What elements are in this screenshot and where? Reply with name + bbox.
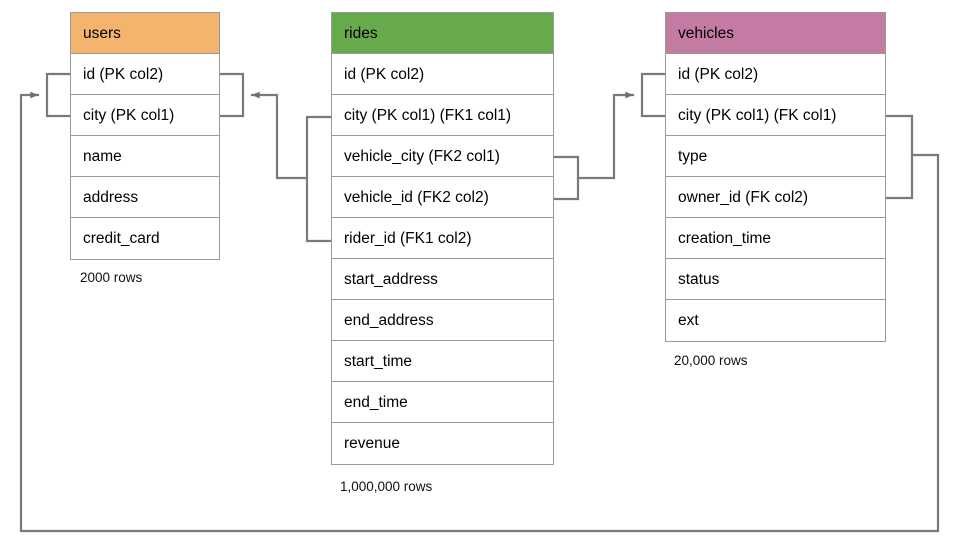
field-users-address[interactable]: address (71, 177, 219, 218)
field-rides-end-address[interactable]: end_address (332, 300, 553, 341)
field-users-name[interactable]: name (71, 136, 219, 177)
field-rides-start-time[interactable]: start_time (332, 341, 553, 382)
field-vehicles-owner-id[interactable]: owner_id (FK col2) (666, 177, 885, 218)
field-rides-city[interactable]: city (PK col1) (FK1 col1) (332, 95, 553, 136)
table-users-header: users (71, 13, 219, 54)
connector-rides-to-users (250, 91, 309, 180)
table-vehicles-header: vehicles (666, 13, 885, 54)
table-rides-header: rides (332, 13, 553, 54)
table-rides[interactable]: rides id (PK col2) city (PK col1) (FK1 c… (331, 12, 554, 465)
table-users[interactable]: users id (PK col2) city (PK col1) name a… (70, 12, 220, 260)
connector-rides-left-bracket (305, 115, 333, 243)
table-vehicles[interactable]: vehicles id (PK col2) city (PK col1) (FK… (665, 12, 886, 342)
field-vehicles-city[interactable]: city (PK col1) (FK col1) (666, 95, 885, 136)
field-users-credit-card[interactable]: credit_card (71, 218, 219, 259)
field-users-id[interactable]: id (PK col2) (71, 54, 219, 95)
connector-rides-right-bracket (552, 155, 580, 201)
field-vehicles-ext[interactable]: ext (666, 300, 885, 341)
field-rides-rider-id[interactable]: rider_id (FK1 col2) (332, 218, 553, 259)
field-rides-end-time[interactable]: end_time (332, 382, 553, 423)
table-vehicles-rowcount: 20,000 rows (674, 353, 748, 368)
field-vehicles-status[interactable]: status (666, 259, 885, 300)
table-users-rowcount: 2000 rows (80, 270, 143, 285)
field-vehicles-type[interactable]: type (666, 136, 885, 177)
connector-rides-to-vehicles (576, 91, 635, 180)
connector-vehicles-right-bracket (884, 114, 914, 200)
connector-users-right-bracket (218, 72, 245, 118)
field-rides-vehicle-city[interactable]: vehicle_city (FK2 col1) (332, 136, 553, 177)
field-users-city[interactable]: city (PK col1) (71, 95, 219, 136)
connector-vehicles-left-bracket (640, 72, 667, 118)
field-rides-revenue[interactable]: revenue (332, 423, 553, 464)
field-vehicles-id[interactable]: id (PK col2) (666, 54, 885, 95)
field-rides-id[interactable]: id (PK col2) (332, 54, 553, 95)
connector-users-left-bracket (45, 72, 72, 118)
field-rides-vehicle-id[interactable]: vehicle_id (FK2 col2) (332, 177, 553, 218)
field-rides-start-address[interactable]: start_address (332, 259, 553, 300)
field-vehicles-creation-time[interactable]: creation_time (666, 218, 885, 259)
table-rides-rowcount: 1,000,000 rows (340, 479, 433, 494)
